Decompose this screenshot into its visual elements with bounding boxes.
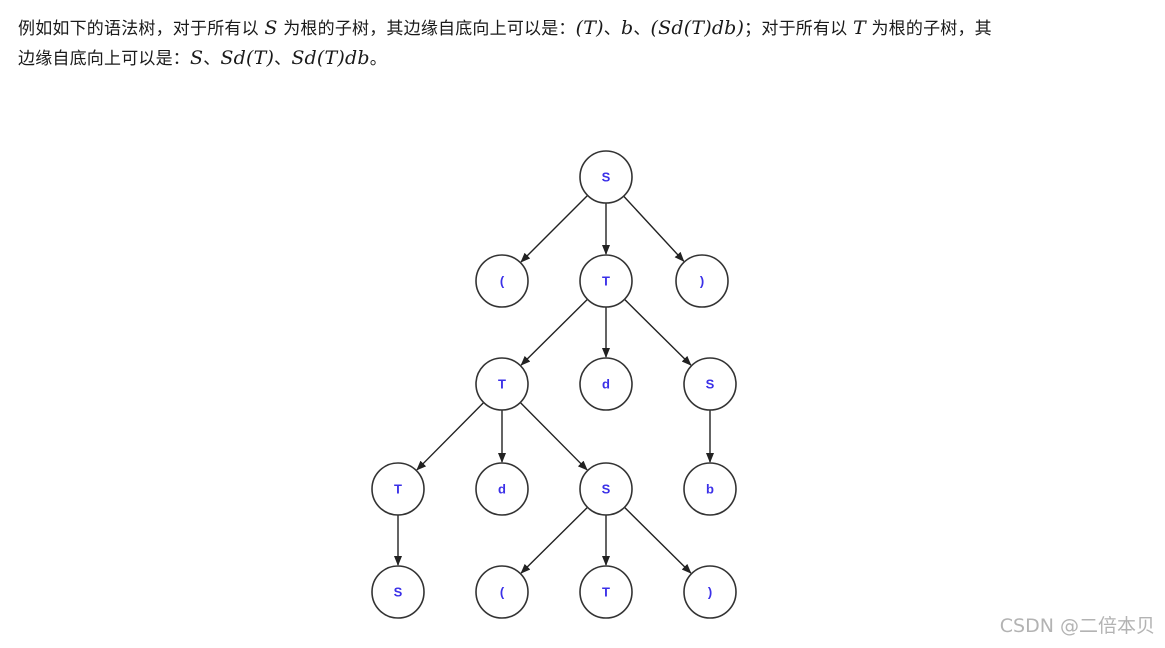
tree-node: T	[579, 254, 633, 308]
tree-node: (	[475, 254, 529, 308]
tree-node-label: d	[498, 482, 506, 497]
explanation-paragraph: 例如如下的语法树，对于所有以 S 为根的子树，其边缘自底向上可以是：(T)、b、…	[18, 14, 1153, 74]
text-run: ；对于所有以	[744, 19, 853, 39]
tree-node: S	[683, 357, 737, 411]
tree-edge-arrow	[519, 401, 588, 471]
tree-node-label: T	[498, 377, 506, 392]
tree-edge-arrow	[623, 506, 692, 574]
tree-node-circle	[579, 357, 633, 411]
text-run: 为根的子树，其边缘自底向上可以是：	[277, 19, 576, 39]
tree-node-circle	[683, 357, 737, 411]
tree-node-label: )	[700, 274, 704, 289]
tree-node-circle	[475, 254, 529, 308]
tree-node: )	[675, 254, 729, 308]
math-edge: Sd(T)	[220, 47, 275, 69]
tree-node: d	[579, 357, 633, 411]
tree-node-label: )	[708, 585, 712, 600]
tree-node-label: T	[394, 482, 402, 497]
separator: 、	[203, 49, 221, 69]
tree-edge-arrow	[520, 506, 589, 574]
separator: 、	[603, 19, 621, 39]
tree-node: S	[371, 565, 425, 619]
math-edge: (Sd(T)db)	[650, 17, 745, 39]
tree-node-circle	[675, 254, 729, 308]
tree-node-label: T	[602, 585, 610, 600]
math-edge: b	[620, 17, 634, 39]
tree-node-circle	[579, 565, 633, 619]
tree-node: T	[371, 462, 425, 516]
math-edge: S	[190, 47, 204, 69]
tree-node-circle	[683, 462, 737, 516]
tree-node: T	[579, 565, 633, 619]
math-symbol-s: S	[264, 17, 278, 39]
tree-edge-arrow	[520, 194, 589, 263]
tree-node: d	[475, 462, 529, 516]
edges-layer	[394, 194, 714, 574]
tree-node: T	[475, 357, 529, 411]
tree-node-circle	[371, 565, 425, 619]
tree-node-label: (	[500, 274, 505, 289]
tree-edge-arrow	[623, 298, 692, 366]
tree-node-label: S	[706, 377, 715, 392]
csdn-watermark: CSDN @二倍本贝	[999, 615, 1155, 637]
tree-node-label: (	[500, 585, 505, 600]
tree-node-label: S	[394, 585, 403, 600]
tree-node-circle	[475, 462, 529, 516]
tree-node-label: b	[706, 482, 714, 497]
math-edge: (T)	[575, 17, 604, 39]
text-run: 。	[369, 49, 387, 69]
separator: 、	[274, 49, 292, 69]
tree-node-label: S	[602, 170, 611, 185]
tree-node-circle	[683, 565, 737, 619]
tree-node-label: S	[602, 482, 611, 497]
separator: 、	[633, 19, 651, 39]
tree-node-circle	[475, 357, 529, 411]
tree-node-label: T	[602, 274, 610, 289]
tree-node-circle	[579, 462, 633, 516]
text-run: 边缘自底向上可以是：	[18, 49, 190, 69]
text-run: 例如如下的语法树，对于所有以	[18, 19, 265, 39]
tree-node-circle	[579, 254, 633, 308]
math-symbol-t: T	[852, 17, 866, 39]
tree-node: S	[579, 462, 633, 516]
tree-node: S	[579, 150, 633, 204]
tree-edge-arrow	[416, 401, 485, 471]
tree-node: (	[475, 565, 529, 619]
tree-edge-arrow	[520, 298, 589, 366]
math-edge: Sd(T)db	[291, 47, 370, 69]
tree-node-circle	[371, 462, 425, 516]
tree-node-circle	[475, 565, 529, 619]
tree-edge-arrow	[623, 195, 685, 262]
tree-node: )	[683, 565, 737, 619]
tree-node: b	[683, 462, 737, 516]
text-run: 为根的子树，其	[865, 19, 992, 39]
tree-node-label: d	[602, 377, 610, 392]
tree-node-circle	[579, 150, 633, 204]
